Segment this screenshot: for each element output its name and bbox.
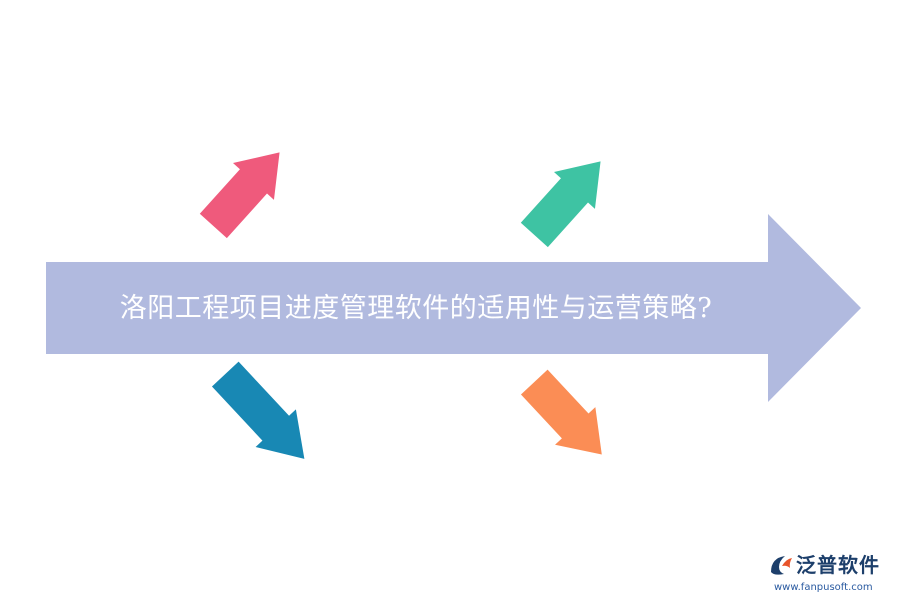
- brand-logo: 泛普软件 www.fanpusoft.com: [768, 552, 894, 596]
- small-arrow-upper-left: [199, 152, 280, 239]
- small-arrow-upper-right: [520, 161, 601, 248]
- small-arrow-lower-right: [520, 369, 602, 455]
- small-arrow-lower-left: [211, 361, 305, 459]
- main-arrow: [46, 214, 861, 402]
- logo-brand-name: 泛普软件: [796, 553, 880, 577]
- diagram-title: 洛阳工程项目进度管理软件的适用性与运营策略?: [119, 292, 713, 324]
- logo-url: www.fanpusoft.com: [774, 582, 873, 593]
- title-container: 洛阳工程项目进度管理软件的适用性与运营策略?: [46, 262, 786, 354]
- fanpu-logo-icon: [771, 556, 792, 575]
